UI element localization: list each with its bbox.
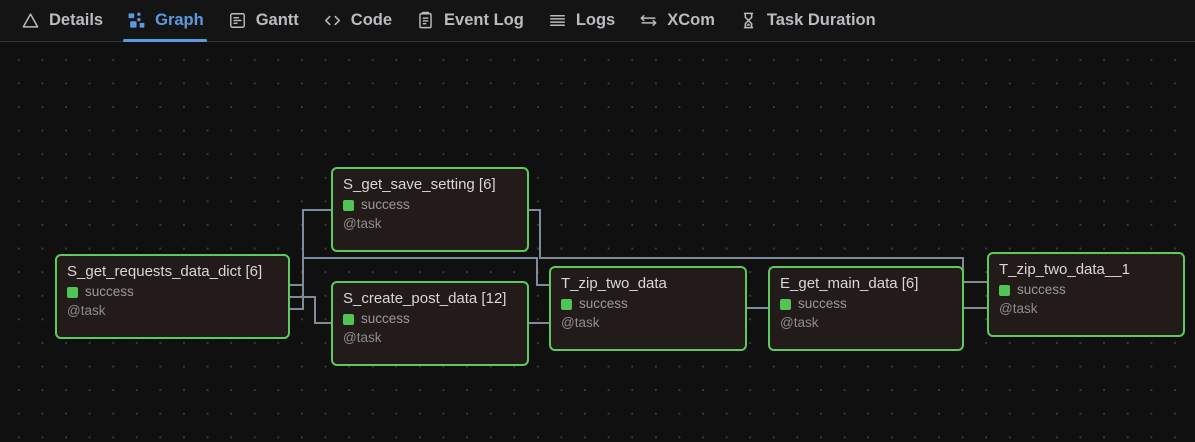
node-title: E_get_main_data [6] [780,275,919,292]
tab-event-log[interactable]: Event Log [409,0,541,42]
tab-code[interactable]: Code [316,0,409,42]
dag-graph-canvas[interactable]: S_get_save_setting [6] success @task S_g… [0,42,1195,442]
tab-label: Code [350,11,393,29]
node-operator: @task [67,303,106,318]
tab-bar: Details Graph Gantt Code Event Log Logs [0,0,1195,42]
node-status-label: success [1017,282,1066,297]
node-operator: @task [999,301,1038,316]
edge-requests-to-create-post [290,296,331,324]
node-title: T_zip_two_data__1 [999,261,1130,278]
status-swatch-icon [561,298,572,310]
node-title: S_get_save_setting [6] [343,176,496,193]
graph-edges [290,209,987,324]
status-swatch-icon [999,284,1010,296]
status-swatch-icon [67,286,78,298]
node-status-label: success [361,197,410,212]
node-status: success [999,282,1173,298]
node-operator: @task [561,315,600,330]
code-brackets-icon [323,11,342,30]
tab-details[interactable]: Details [14,0,120,42]
status-swatch-icon [343,313,354,325]
tab-gantt[interactable]: Gantt [221,0,316,42]
graph-node-t-zip-two-data-1[interactable]: T_zip_two_data__1 success @task [987,252,1185,337]
tab-graph[interactable]: Graph [120,0,221,42]
graph-node-s-get-save-setting[interactable]: S_get_save_setting [6] success @task [331,167,529,252]
node-status-label: success [798,296,847,311]
node-status: success [67,284,278,300]
warning-triangle-icon [21,11,40,30]
node-status: success [561,296,735,312]
node-operator: @task [343,330,382,345]
edge-requests-to-save-setting [290,209,331,286]
node-status: success [343,197,517,213]
graph-icon [127,11,146,30]
node-status: success [343,311,517,327]
gantt-chart-icon [228,11,247,30]
lines-list-icon [548,11,567,30]
tab-label: Details [49,11,104,29]
node-title: S_create_post_data [12] [343,290,507,307]
tab-label: Event Log [444,11,524,29]
status-swatch-icon [343,199,354,211]
tab-xcom[interactable]: XCom [632,0,732,42]
node-status: success [780,296,952,312]
tab-task-duration[interactable]: Task Duration [732,0,893,42]
exchange-arrows-icon [639,11,658,30]
tab-label: Task Duration [766,11,876,29]
tab-label: XCom [667,11,715,29]
node-title: T_zip_two_data [561,275,667,292]
graph-node-s-get-requests-data-dict[interactable]: S_get_requests_data_dict [6] success @ta… [55,254,290,339]
node-status-label: success [85,284,134,299]
graph-node-e-get-main-data[interactable]: E_get_main_data [6] success @task [768,266,964,351]
node-status-label: success [361,311,410,326]
tab-logs[interactable]: Logs [541,0,632,42]
graph-node-s-create-post-data[interactable]: S_create_post_data [12] success @task [331,281,529,366]
clipboard-list-icon [416,11,435,30]
hourglass-icon [739,11,758,30]
status-swatch-icon [780,298,791,310]
tab-label: Gantt [255,11,299,29]
node-title: S_get_requests_data_dict [6] [67,263,263,280]
node-operator: @task [343,216,382,231]
node-status-label: success [579,296,628,311]
graph-node-t-zip-two-data[interactable]: T_zip_two_data success @task [549,266,747,351]
tab-label: Graph [155,11,204,29]
node-operator: @task [780,315,819,330]
tab-label: Logs [575,11,616,29]
